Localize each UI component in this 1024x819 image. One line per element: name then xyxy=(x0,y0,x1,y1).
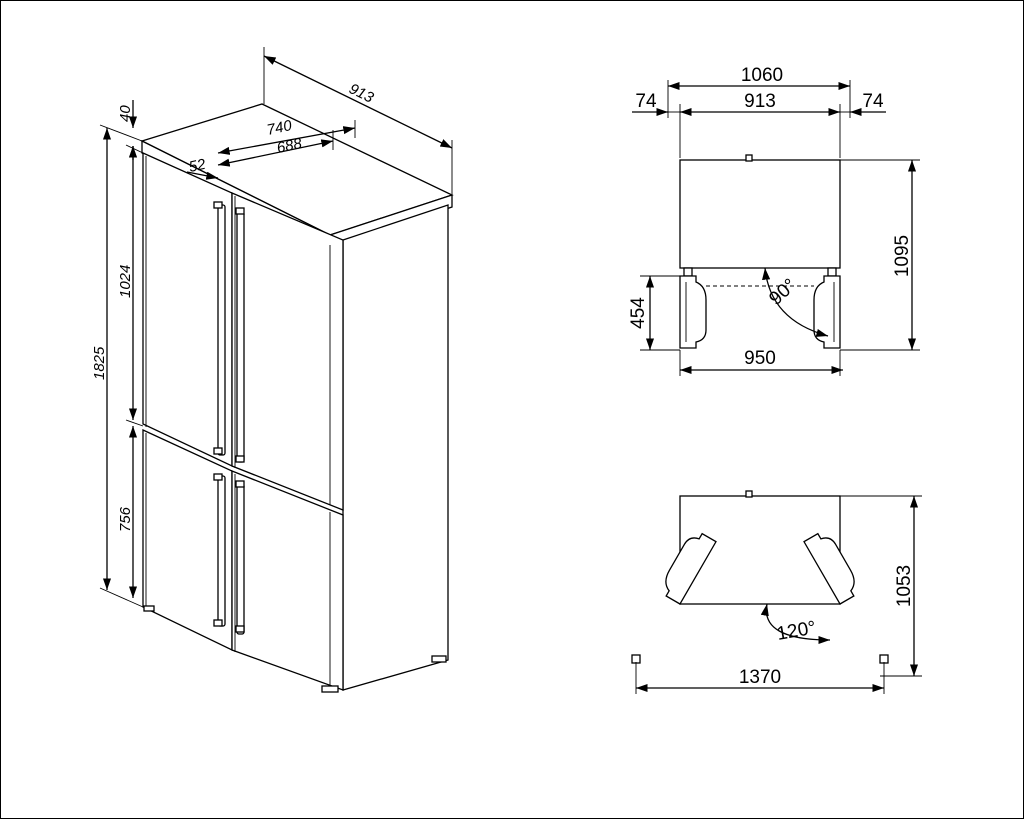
dim-top-40: 40 xyxy=(117,105,134,122)
dim-door-454: 454 xyxy=(628,297,649,329)
dim-depth-688: 688 xyxy=(275,135,304,157)
dim-lower-756: 756 xyxy=(117,506,134,532)
fridge-body-top xyxy=(679,159,841,269)
foot xyxy=(431,655,447,663)
dim-body-913: 913 xyxy=(744,91,776,112)
fridge-side-panel xyxy=(342,204,449,691)
top-view-90-degrees: 90° 1060 913 74 74 1095 454 950 xyxy=(628,65,920,376)
foot xyxy=(321,685,339,693)
dim-height-1825: 1825 xyxy=(91,346,108,380)
lower-right-door xyxy=(231,470,344,691)
dim-span-950: 950 xyxy=(744,348,776,369)
dim-width-913: 913 xyxy=(346,80,377,107)
dim-depth-1053: 1053 xyxy=(894,565,915,607)
angle-90: 90° xyxy=(765,275,800,310)
door-handles xyxy=(213,201,245,635)
left-door-open-90 xyxy=(679,275,707,349)
upper-right-door xyxy=(231,192,344,511)
dim-overall-1060: 1060 xyxy=(741,65,783,86)
fridge-isometric-view: 913 740 688 52 40 1024 756 1825 xyxy=(91,47,454,693)
dim-depth-1095: 1095 xyxy=(892,235,913,277)
dim-side-left-74: 74 xyxy=(635,91,657,112)
top-view-120-degrees: 120° 1053 1370 xyxy=(631,490,922,694)
angle-120: 120° xyxy=(775,617,817,645)
dim-side-right-74: 74 xyxy=(862,91,884,112)
right-door-open-90 xyxy=(813,275,841,349)
dim-span-1370: 1370 xyxy=(739,667,781,688)
left-door-open-120 xyxy=(665,532,717,605)
foot xyxy=(143,605,155,612)
dim-offset-52: 52 xyxy=(187,156,207,176)
right-door-open-120 xyxy=(803,532,855,605)
dim-upper-1024: 1024 xyxy=(117,265,134,298)
dim-depth-740: 740 xyxy=(265,117,294,139)
